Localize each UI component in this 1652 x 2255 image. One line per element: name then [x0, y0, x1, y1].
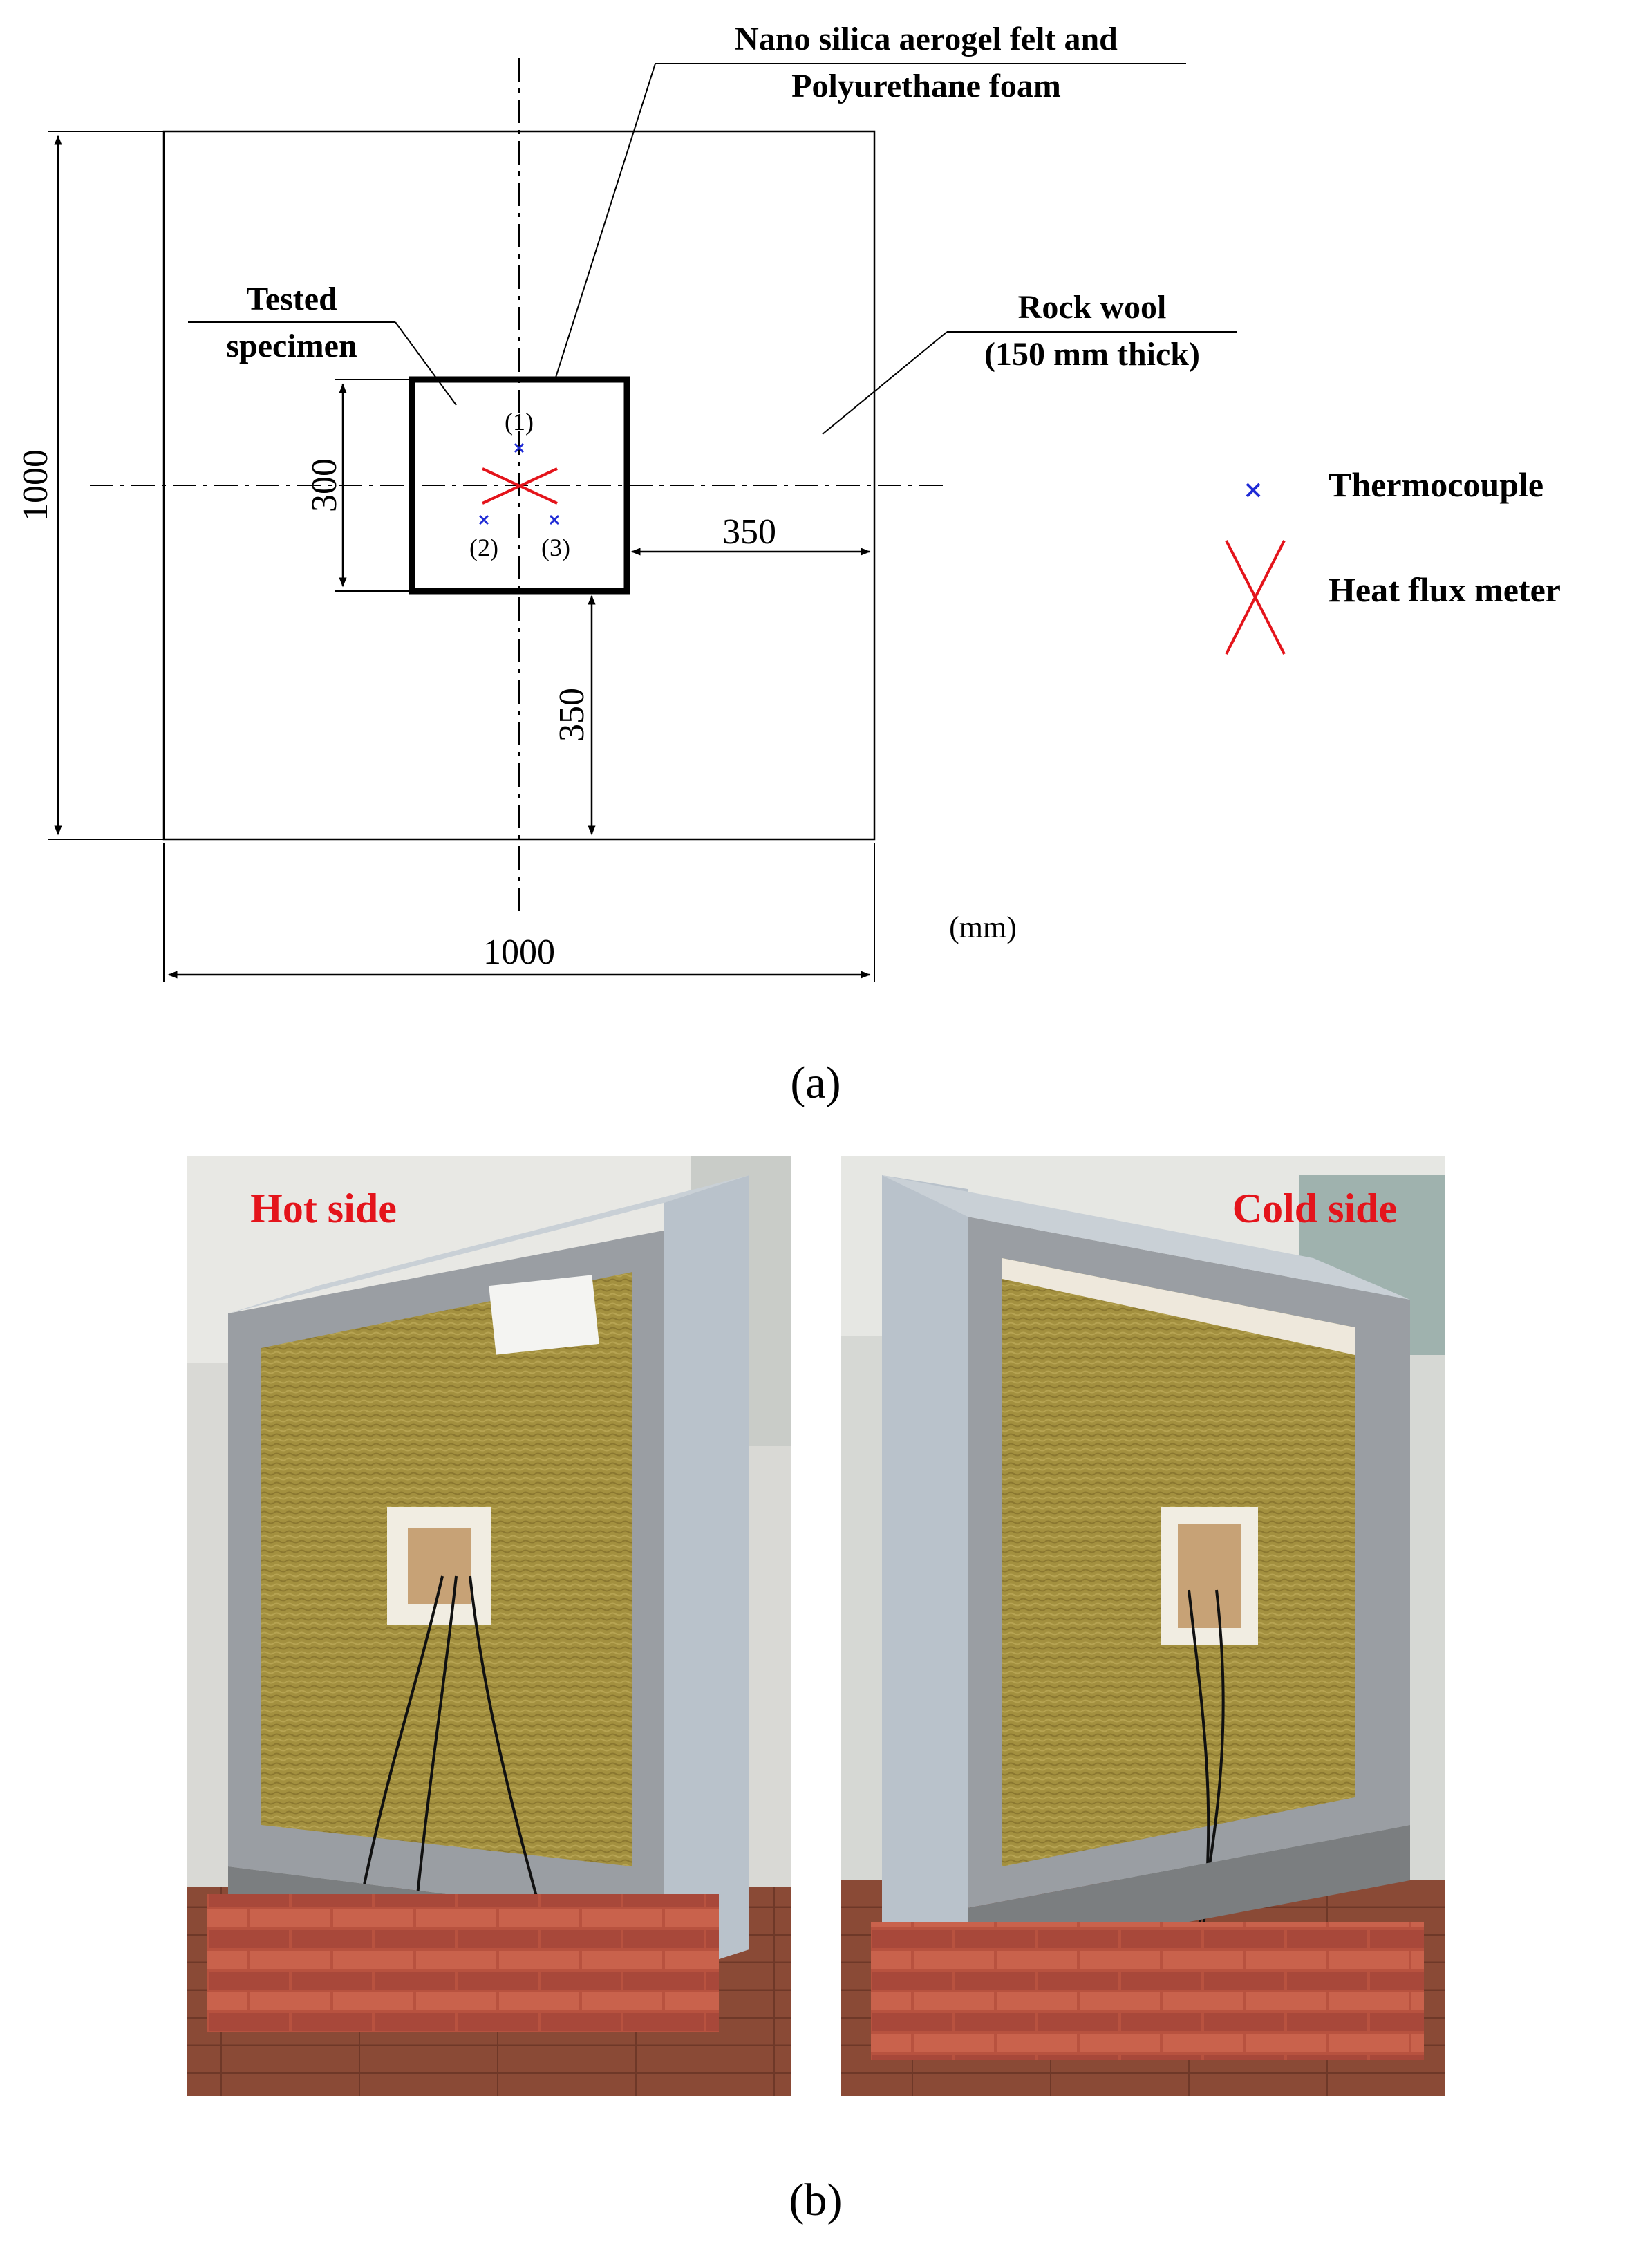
rock-label-line1: Rock wool	[1018, 289, 1167, 326]
tested-leader-line	[395, 321, 457, 406]
nano-leader-line	[554, 63, 656, 380]
heat-flux-meter-icon	[1225, 540, 1286, 655]
panel-label-b: (b)	[789, 2175, 843, 2225]
thermocouple-3	[549, 514, 560, 525]
thermocouple-2	[478, 514, 489, 525]
dim-350-v-text: 350	[552, 688, 592, 742]
dim-1000-bottom-text: 1000	[483, 933, 555, 972]
dim-350-h-text: 350	[722, 512, 776, 552]
tested-label-line1: Tested	[246, 281, 337, 317]
hot-side-label: Hot side	[250, 1186, 397, 1231]
dim-300-text: 300	[305, 458, 344, 512]
specimen-box	[409, 376, 630, 595]
legend: Thermocouple Heat flux meter	[1225, 465, 1561, 655]
heat-flux-meter-mark	[482, 467, 558, 505]
photo-hot-side: Hot side	[187, 1156, 791, 2096]
rock-leader-line	[822, 331, 948, 435]
legend-thermocouple-label: Thermocouple	[1329, 465, 1543, 504]
thermocouple-icon	[1246, 483, 1261, 498]
cold-side-label: Cold side	[1232, 1186, 1397, 1231]
tc-label-3: (3)	[541, 534, 570, 561]
rock-label-line2: (150 mm thick)	[984, 336, 1200, 373]
tc-label-2: (2)	[469, 534, 498, 561]
legend-heat-flux-label: Heat flux meter	[1329, 570, 1561, 609]
nano-label-line1: Nano silica aerogel felt and	[735, 21, 1118, 57]
thermocouple-1	[514, 442, 525, 453]
tested-label-line2: specimen	[226, 328, 357, 364]
panel-label-a: (a)	[790, 1058, 841, 1108]
tc-label-1: (1)	[505, 408, 534, 436]
nano-label-line2: Polyurethane foam	[791, 68, 1061, 104]
dim-1000-left-text: 1000	[16, 449, 55, 521]
schematic-drawing: (1) (2) (3) Nano silica aerogel felt and…	[16, 21, 1237, 982]
unit-label: (mm)	[949, 910, 1017, 944]
photo-cold-side: Cold side	[841, 1156, 1445, 2096]
